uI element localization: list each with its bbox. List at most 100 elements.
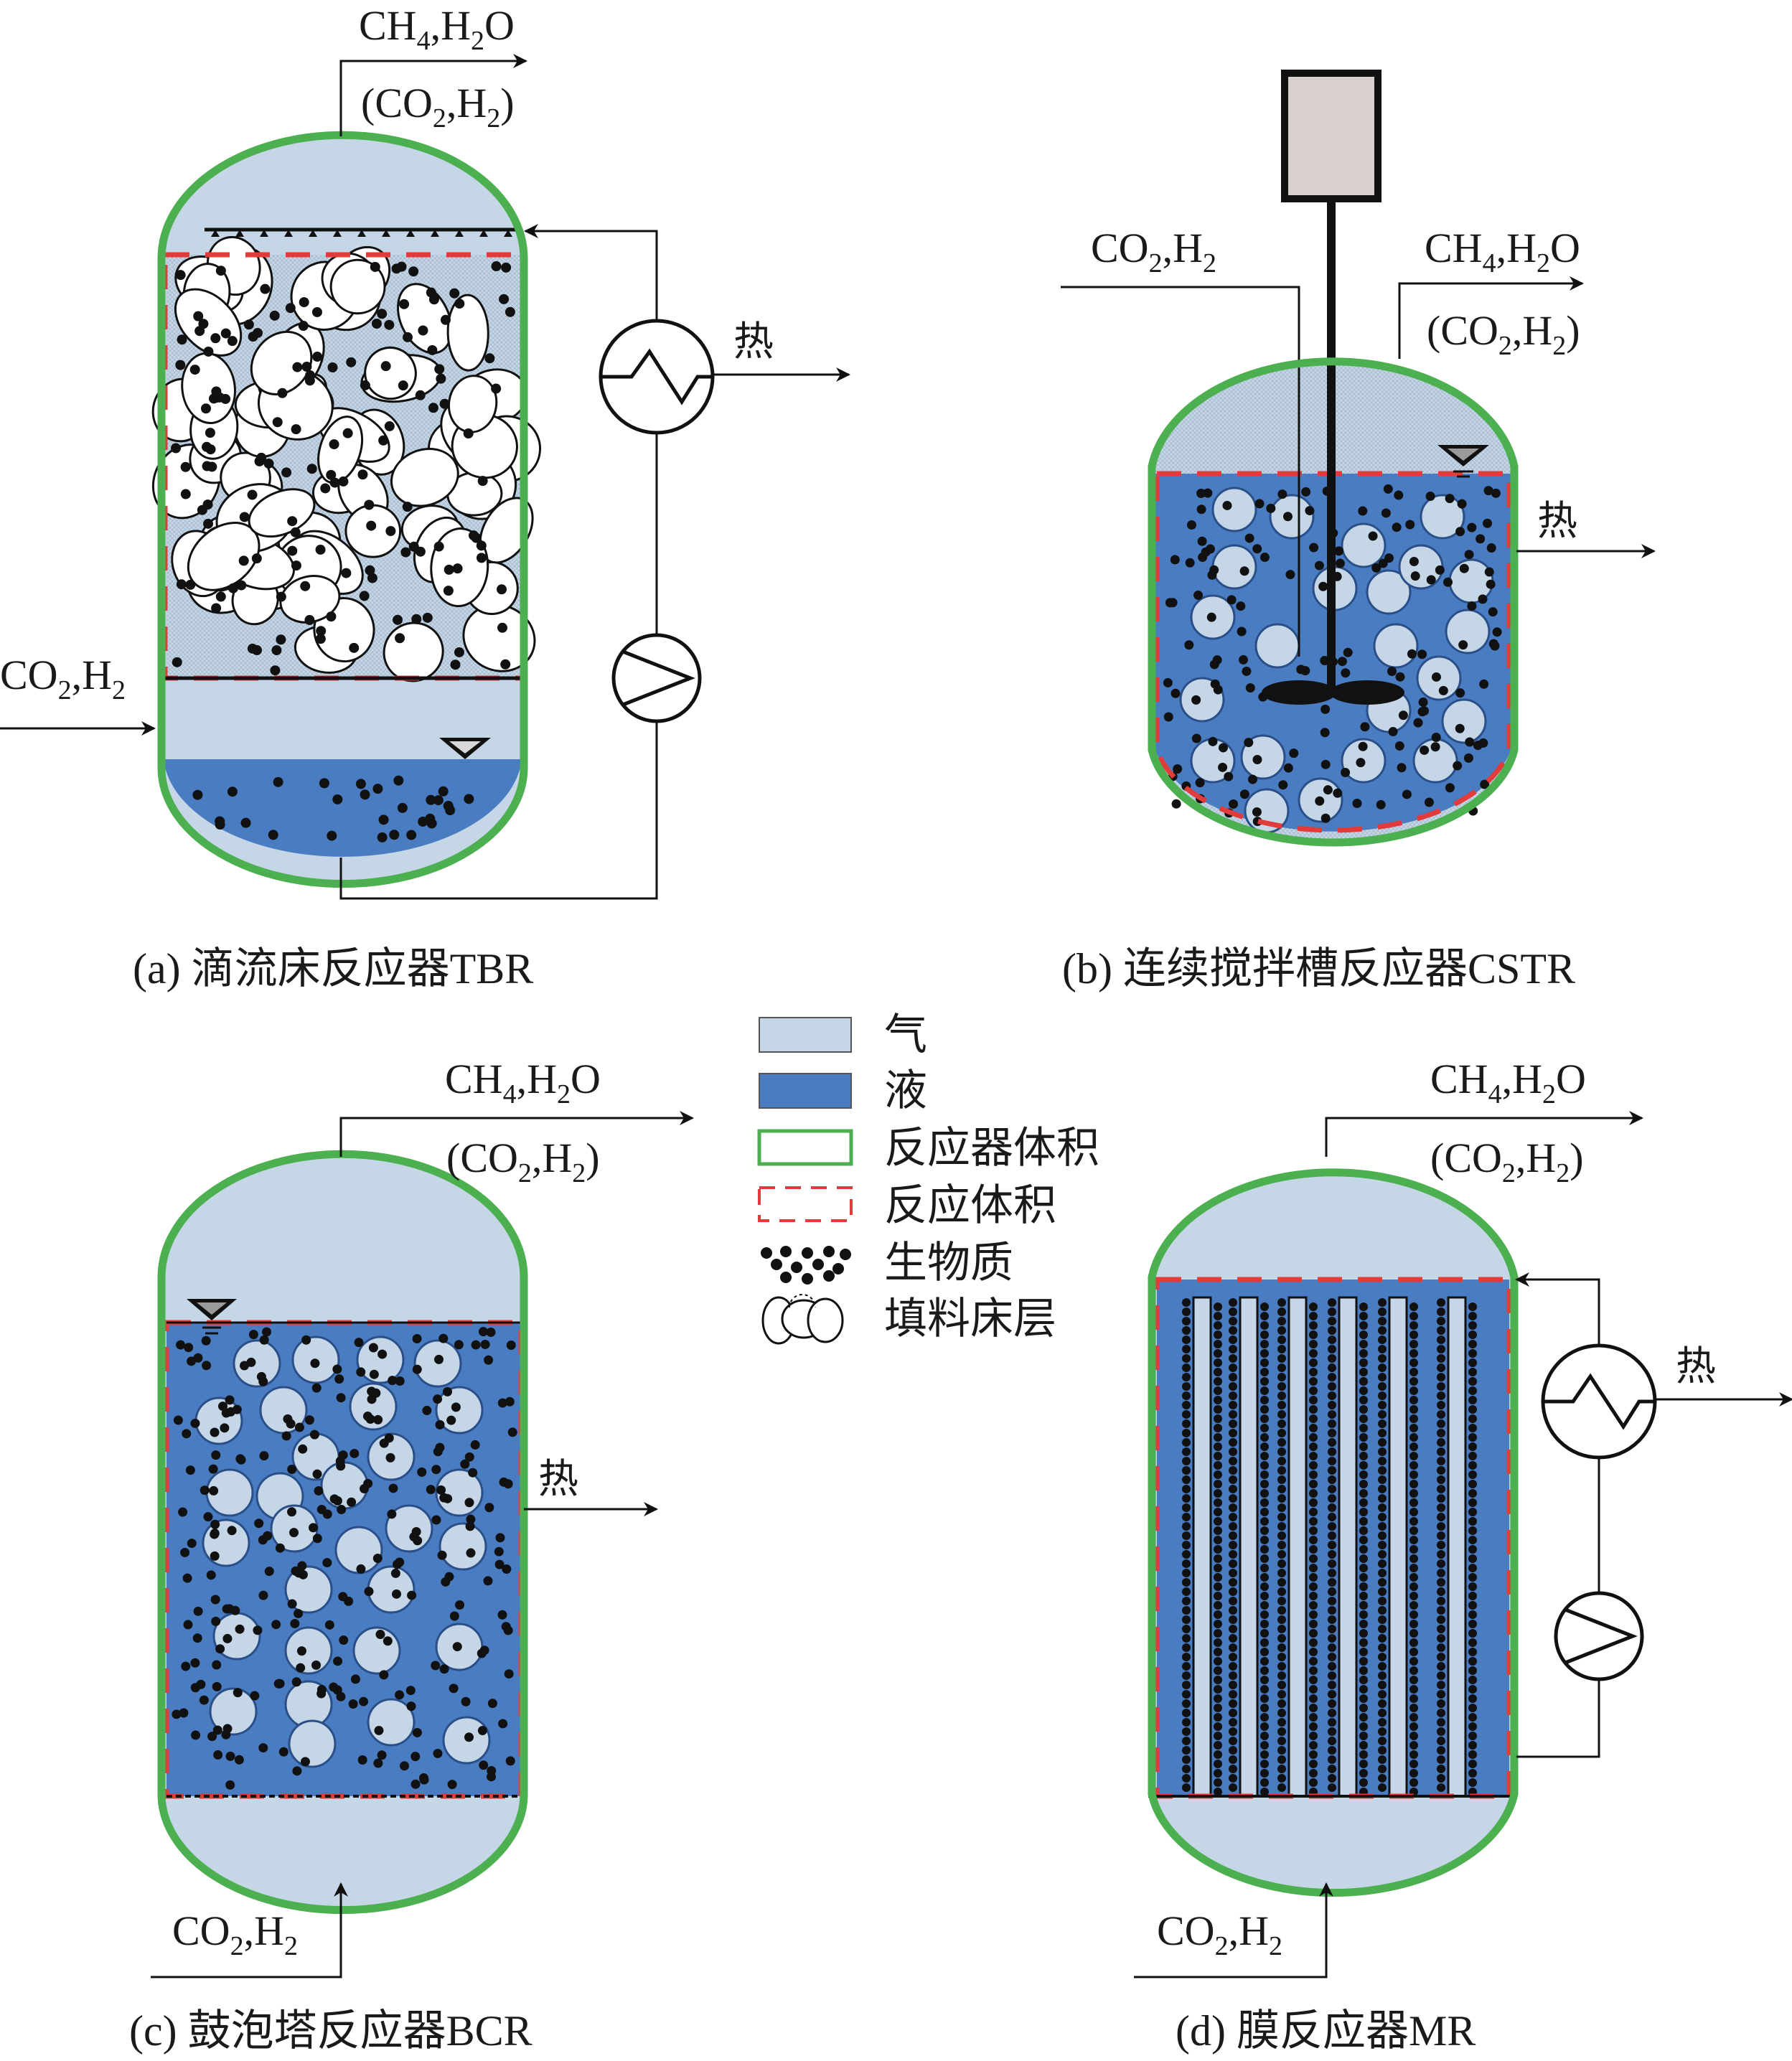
tbr-reactor-wall	[157, 131, 528, 888]
biomass-dot	[1229, 1737, 1237, 1745]
gas-bubble	[1254, 623, 1300, 669]
biomass-dot	[1438, 685, 1448, 695]
biomass-dot	[1467, 601, 1477, 611]
biomass-dot	[281, 467, 292, 478]
biomass-dot	[1182, 1737, 1191, 1745]
biomass-dot	[1260, 1508, 1269, 1516]
biomass-dot	[454, 299, 465, 309]
biomass-dot	[225, 1780, 235, 1790]
biomass-dot	[431, 1465, 441, 1475]
biomass-dot	[780, 1246, 792, 1257]
gas-bubble	[356, 1335, 405, 1384]
gas-bubble	[1373, 623, 1419, 669]
biomass-dot	[1229, 1727, 1237, 1736]
biomass-dot	[335, 1456, 345, 1466]
biomass-dot	[1229, 1541, 1237, 1549]
biomass-dot	[1409, 1564, 1418, 1572]
biomass-dot	[1359, 1302, 1368, 1311]
biomass-dot	[1359, 1489, 1368, 1498]
biomass-dot	[1409, 1442, 1418, 1451]
tbr-spray-nozzles	[211, 230, 512, 237]
biomass-dot	[393, 775, 404, 786]
biomass-dot	[1277, 1569, 1286, 1577]
biomass-dot	[1309, 1414, 1318, 1423]
biomass-dot	[1182, 1681, 1191, 1689]
biomass-dot	[1260, 1582, 1269, 1591]
biomass-dot	[1277, 1765, 1286, 1773]
biomass-dot	[301, 362, 312, 372]
biomass-dot	[1468, 1405, 1477, 1414]
biomass-dot	[1468, 1302, 1477, 1311]
biomass-dot	[194, 326, 205, 337]
biomass-dot	[483, 1576, 493, 1586]
biomass-dot	[1214, 1302, 1222, 1311]
biomass-dot	[1437, 1662, 1445, 1671]
biomass-dot	[1437, 1494, 1445, 1503]
biomass-dot	[1341, 768, 1351, 778]
biomass-dot	[1260, 1592, 1269, 1600]
biomass-dot	[1378, 1578, 1387, 1587]
biomass-dot	[1260, 1330, 1269, 1339]
biomass-dot	[369, 1369, 379, 1379]
biomass-dot	[1309, 1778, 1318, 1787]
biomass-dot	[1277, 1671, 1286, 1680]
biomass-dot	[210, 333, 221, 344]
biomass-dot	[390, 1568, 400, 1578]
biomass-dot	[449, 288, 460, 299]
biomass-dot	[1260, 1676, 1269, 1684]
biomass-dot	[1260, 1442, 1269, 1451]
biomass-dot	[1182, 1363, 1191, 1372]
biomass-dot	[1209, 565, 1219, 575]
biomass-dot	[1378, 1326, 1387, 1335]
biomass-dot	[1378, 1718, 1387, 1727]
biomass-dot	[1359, 1498, 1368, 1507]
biomass-dot	[291, 560, 301, 571]
biomass-dot	[1378, 1438, 1387, 1447]
biomass-dot	[248, 1330, 258, 1340]
bcr-outlet-label-secondary: (CO2,H2)	[446, 1135, 600, 1188]
biomass-dot	[1309, 1433, 1318, 1442]
biomass-dot	[1244, 738, 1254, 748]
biomass-dot	[400, 547, 411, 558]
biomass-dot	[1359, 1638, 1368, 1647]
biomass-dot	[1277, 1308, 1286, 1316]
cstr-reaction-volume	[1154, 471, 1512, 833]
biomass-dot	[497, 1398, 507, 1408]
biomass-dot	[1328, 1475, 1336, 1484]
biomass-dot	[1359, 1564, 1368, 1572]
biomass-dot	[1229, 1774, 1237, 1783]
biomass-dot	[320, 483, 331, 494]
biomass-dot	[233, 1688, 243, 1698]
biomass-dot	[1409, 1349, 1418, 1358]
biomass-dot	[247, 489, 258, 500]
biomass-dot	[1409, 1704, 1418, 1712]
biomass-dot	[464, 1498, 474, 1508]
biomass-dot	[455, 1600, 465, 1610]
legend-swatch-gas	[759, 1017, 852, 1053]
biomass-dot	[197, 504, 207, 515]
biomass-dot	[1277, 1755, 1286, 1764]
biomass-dot	[471, 1340, 481, 1350]
biomass-dot	[1409, 1452, 1418, 1460]
biomass-dot	[1437, 1569, 1445, 1577]
biomass-dot	[418, 325, 428, 336]
biomass-dot	[1381, 508, 1391, 518]
biomass-dot	[368, 1343, 378, 1353]
biomass-dot	[1468, 1732, 1477, 1740]
biomass-dot	[1283, 763, 1293, 773]
biomass-dot	[399, 1761, 409, 1771]
biomass-dot	[1229, 1485, 1237, 1493]
biomass-dot	[1277, 1354, 1286, 1363]
biomass-dot	[1328, 1671, 1336, 1680]
biomass-dot	[399, 299, 410, 309]
biomass-dot	[258, 1743, 268, 1753]
biomass-dot	[1328, 1363, 1336, 1372]
biomass-dot	[1378, 1391, 1387, 1400]
biomass-dot	[451, 1402, 461, 1412]
biomass-dot	[1378, 1410, 1387, 1419]
biomass-dot	[1214, 1629, 1222, 1638]
biomass-dot	[366, 520, 377, 531]
biomass-dot	[1229, 1765, 1237, 1773]
biomass-dot	[210, 1529, 220, 1539]
biomass-dot	[1359, 1358, 1368, 1367]
